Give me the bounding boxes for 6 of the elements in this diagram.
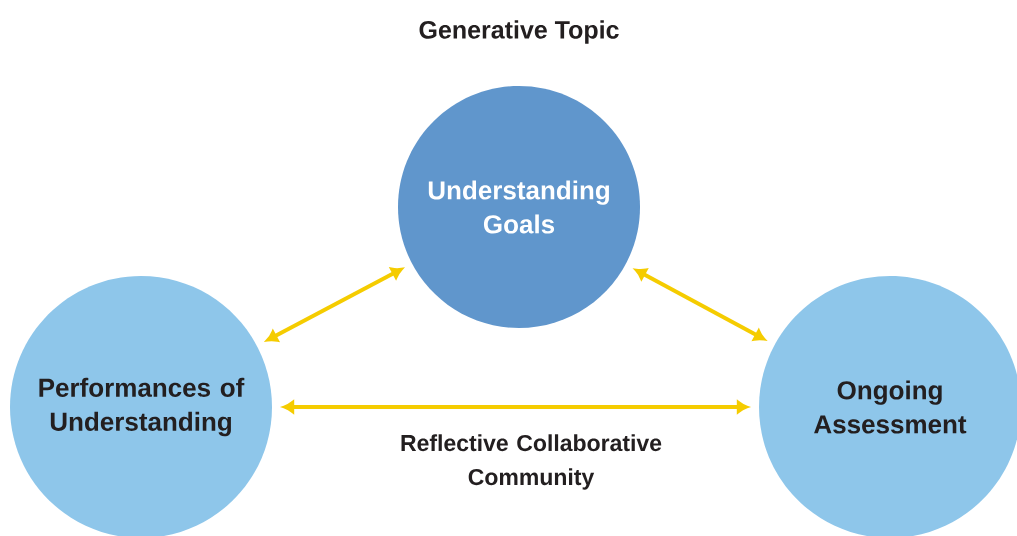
- double-arrow: [282, 400, 749, 414]
- double-arrow: [634, 268, 766, 341]
- double-arrow: [266, 267, 403, 342]
- caption-text: Reflective Collaborative Community: [401, 434, 662, 490]
- title: Generative Topic: [419, 20, 619, 44]
- circle-node: Understanding Goals: [398, 86, 640, 328]
